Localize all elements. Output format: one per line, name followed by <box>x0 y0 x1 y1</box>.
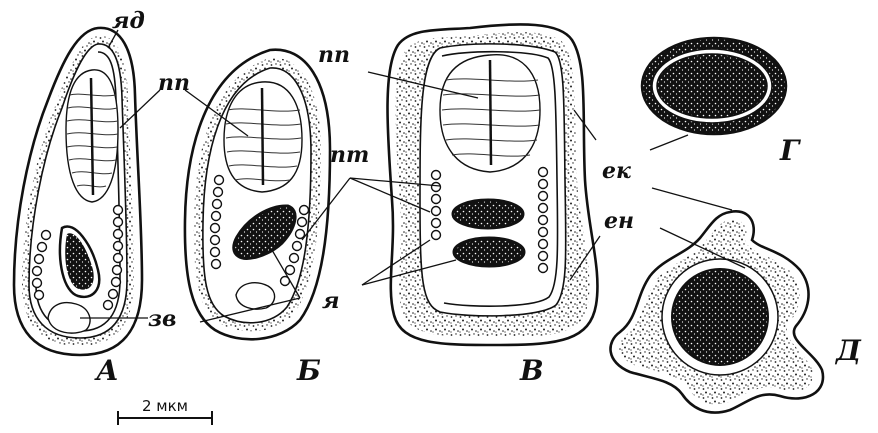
label-zv: зв <box>148 306 177 332</box>
scale-bar: 2 мкм <box>118 397 212 425</box>
spore-b <box>185 50 330 340</box>
panel-label-a: А <box>94 354 119 387</box>
panel-label-v: В <box>519 354 544 387</box>
scale-bar-label: 2 мкм <box>142 397 188 415</box>
panel-label-d: Д <box>834 334 862 367</box>
label-pt: пт <box>330 142 369 168</box>
spore-a <box>14 28 142 355</box>
cross-section-g <box>642 38 786 134</box>
label-pp-v: пп <box>318 42 350 68</box>
label-pp-a: пп <box>158 70 190 96</box>
panel-label-g: Г <box>779 134 801 167</box>
label-ya: я <box>322 288 340 314</box>
panel-label-b: Б <box>296 354 321 387</box>
label-en: ен <box>604 208 634 234</box>
label-yad: яд <box>112 8 145 34</box>
label-ek: ек <box>602 158 631 184</box>
cross-section-d <box>611 211 823 412</box>
